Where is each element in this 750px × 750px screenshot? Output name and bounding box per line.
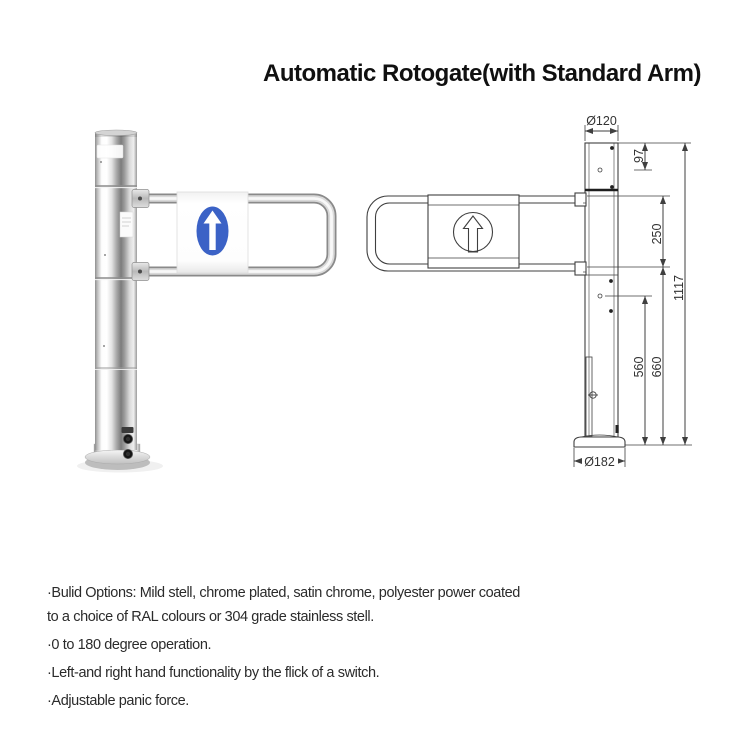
post-top-cap	[94, 129, 138, 136]
dimension-labels: Ø120 97 250 1117 560 660 Ø182	[582, 114, 686, 469]
drawing-fasteners	[597, 146, 619, 433]
drawing-base	[573, 434, 626, 448]
dimension-drawing: Ø120 97 250 1117 560 660 Ø182	[366, 114, 692, 469]
dim-lower-inner: 560	[632, 357, 646, 378]
screw	[104, 254, 106, 256]
feature-build-options-line1: ·Bulid Options: Mild stell, chrome plate…	[47, 585, 520, 601]
page-title: Automatic Rotogate(with Standard Arm)	[263, 60, 701, 87]
dim-base-diameter: Ø182	[584, 455, 615, 469]
label-mask	[582, 453, 618, 468]
connector-buttons	[121, 427, 134, 459]
up-arrow-icon	[462, 215, 484, 253]
drawing-sign-panel	[427, 194, 520, 269]
dim-head-height: 97	[632, 149, 646, 163]
feature-panic-force: ·Adjustable panic force.	[47, 693, 189, 709]
post-top-label	[96, 144, 124, 159]
post-seams	[95, 185, 137, 370]
dim-arm-spacing: 250	[650, 224, 664, 245]
dim-lower-outer: 660	[650, 357, 664, 378]
extension-lines	[573, 125, 692, 467]
dim-total-height: 1117	[672, 275, 686, 301]
drawing-arm-clamps	[574, 192, 587, 276]
feature-build-options-line2: to a choice of RAL colours or 304 grade …	[47, 609, 374, 625]
sign-panel	[176, 191, 249, 274]
up-arrow-icon	[203, 210, 222, 250]
feature-handedness: ·Left-and right hand functionality by th…	[47, 665, 380, 681]
drawing-arm	[366, 195, 585, 272]
arm-clamps	[131, 189, 150, 281]
dim-top-diameter: Ø120	[586, 114, 617, 128]
feature-list: ·Bulid Options: Mild stell, chrome plate…	[47, 581, 520, 713]
post-side-label	[119, 211, 134, 238]
drawing-post	[584, 142, 619, 438]
screw	[100, 161, 102, 163]
product-photo	[77, 129, 337, 473]
feature-operation: ·0 to 180 degree operation.	[47, 637, 212, 653]
screw	[103, 345, 105, 347]
swing-arm	[140, 193, 337, 277]
post	[94, 129, 138, 459]
